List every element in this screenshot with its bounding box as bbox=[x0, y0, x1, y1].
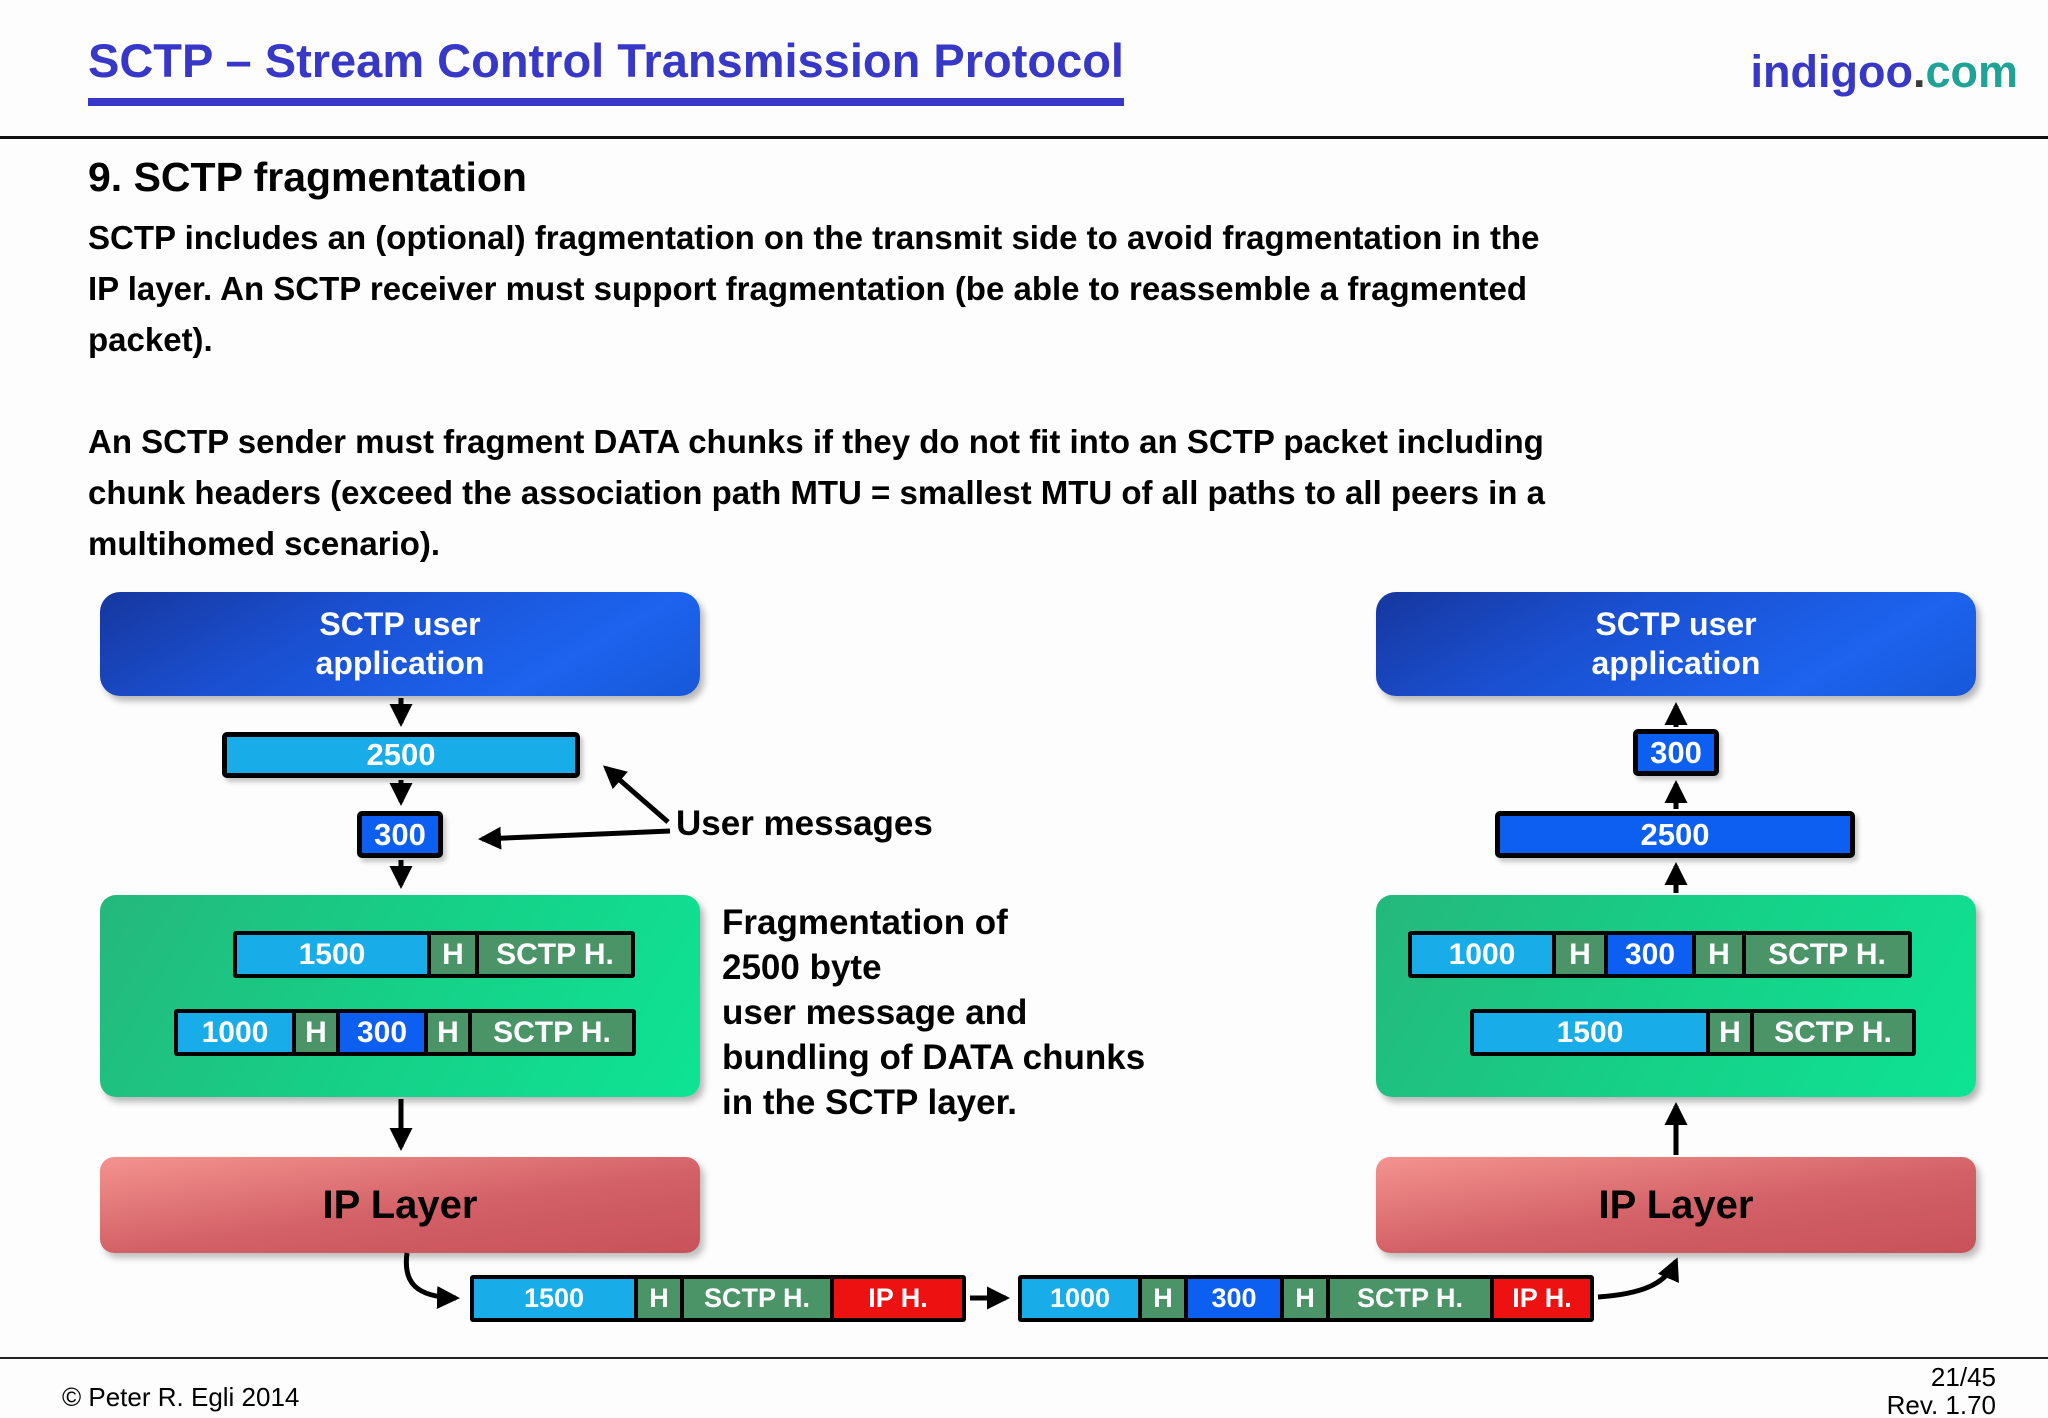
packet-cell-1500: 1500 bbox=[1474, 1013, 1706, 1052]
logo: indigoo.com bbox=[1751, 46, 2019, 98]
packet-cell-h: H bbox=[1710, 1013, 1750, 1052]
arrow-usermsg-to-2500 bbox=[602, 765, 670, 824]
packet-cell-h: H bbox=[431, 935, 475, 974]
logo-tld: com bbox=[1925, 46, 2018, 97]
packet-cell-1000: 1000 bbox=[1022, 1279, 1138, 1318]
packet-cell-300: 300 bbox=[1188, 1279, 1280, 1318]
packet-cell-h: H bbox=[1142, 1279, 1184, 1318]
arrow-usermsg-to-300 bbox=[478, 826, 671, 850]
footer-copyright: © Peter R. Egli 2014 bbox=[62, 1382, 300, 1412]
footer-divider bbox=[0, 1357, 2048, 1359]
packet-cell-h: H bbox=[1284, 1279, 1326, 1318]
packet-cell-h: H bbox=[428, 1013, 468, 1052]
sender-message-2500: 2500 bbox=[222, 732, 580, 778]
receiver-sctp-layer-panel bbox=[1376, 895, 1976, 1097]
footer-revision: Rev. 1.70 bbox=[1886, 1390, 1996, 1418]
page-title: SCTP – Stream Control Transmission Proto… bbox=[88, 34, 1124, 107]
packet-cell-sctp-h: SCTP H. bbox=[1746, 935, 1908, 974]
footer-page-number: 21/45 bbox=[1930, 1362, 1996, 1392]
packet-cell-ip-h: IP H. bbox=[1494, 1279, 1590, 1318]
receiver-ip-layer-box: IP Layer bbox=[1376, 1157, 1976, 1253]
packet-cell-sctp-h: SCTP H. bbox=[479, 935, 631, 974]
logo-name: indigoo bbox=[1750, 46, 1913, 97]
packet-cell-ip-h: IP H. bbox=[834, 1279, 962, 1318]
logo-dot: . bbox=[1912, 46, 1926, 97]
sender-message-300: 300 bbox=[357, 811, 443, 858]
packet-cell-300: 300 bbox=[1608, 935, 1692, 974]
packet-cell-sctp-h: SCTP H. bbox=[472, 1013, 632, 1052]
receiver-app-box: SCTP user application bbox=[1376, 592, 1976, 696]
packet-cell-h: H bbox=[638, 1279, 680, 1318]
fragmentation-note: Fragmentation of 2500 byte user message … bbox=[722, 903, 1146, 1122]
packet-cell-1000: 1000 bbox=[178, 1013, 292, 1052]
packet-cell-h: H bbox=[1696, 935, 1742, 974]
paragraph-2: An SCTP sender must fragment DATA chunks… bbox=[88, 423, 1545, 562]
sender-sctp-layer-panel bbox=[100, 895, 700, 1097]
packet-cell-1000: 1000 bbox=[1412, 935, 1552, 974]
user-messages-label: User messages bbox=[676, 804, 933, 843]
packet-cell-h: H bbox=[1556, 935, 1604, 974]
paragraph-1: SCTP includes an (optional) fragmentatio… bbox=[88, 219, 1540, 358]
packet-cell-sctp-h: SCTP H. bbox=[1330, 1279, 1490, 1318]
arrow-wire-to-ip bbox=[1597, 1257, 1679, 1300]
packet-cell-sctp-h: SCTP H. bbox=[1754, 1013, 1912, 1052]
sender-ip-layer-box: IP Layer bbox=[100, 1157, 700, 1253]
section-heading: 9. SCTP fragmentation bbox=[88, 154, 527, 200]
arrow-ip-to-wire bbox=[403, 1252, 460, 1310]
packet-cell-sctp-h: SCTP H. bbox=[684, 1279, 830, 1318]
receiver-message-300: 300 bbox=[1633, 729, 1719, 776]
sender-app-box: SCTP user application bbox=[100, 592, 700, 696]
packet-cell-300: 300 bbox=[340, 1013, 424, 1052]
header-divider bbox=[0, 136, 2048, 139]
packet-cell-1500: 1500 bbox=[474, 1279, 634, 1318]
packet-cell-1500: 1500 bbox=[237, 935, 427, 974]
receiver-message-2500: 2500 bbox=[1495, 811, 1855, 858]
packet-cell-h: H bbox=[296, 1013, 336, 1052]
